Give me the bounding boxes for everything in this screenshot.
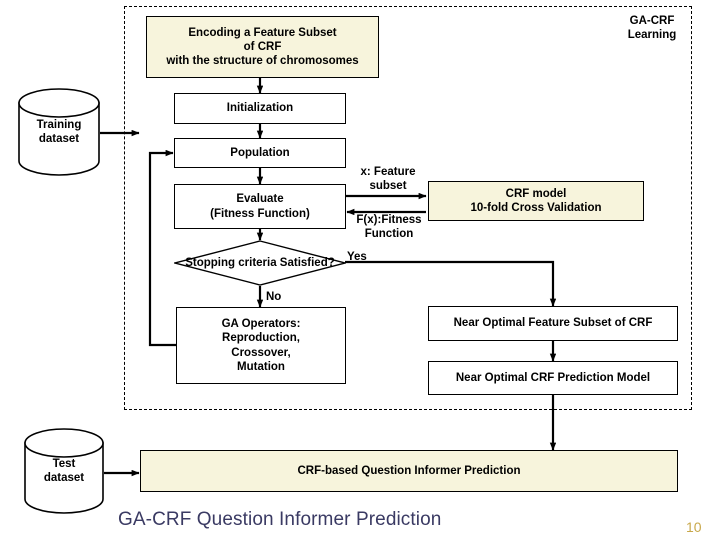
- edge-label-fx-fitness-function: F(x):Fitness Function: [356, 214, 422, 241]
- population-box[interactable]: Population: [174, 138, 346, 168]
- ga-crf-learning-region: [124, 6, 692, 410]
- training-dataset-label: Training dataset: [36, 118, 82, 145]
- slide-title: GA-CRF Question Informer Prediction: [118, 509, 442, 530]
- edge-label-no: No: [266, 291, 282, 303]
- ga-operators-box[interactable]: GA Operators: Reproduction, Crossover, M…: [176, 307, 346, 384]
- crf-model-box[interactable]: CRF model 10-fold Cross Validation: [428, 181, 644, 221]
- test-dataset-cylinder: Test dataset: [24, 428, 104, 514]
- near-optimal-feature-subset-box[interactable]: Near Optimal Feature Subset of CRF: [428, 306, 678, 341]
- diamond-shape: [174, 240, 346, 286]
- training-dataset-cylinder: Training dataset: [18, 88, 100, 176]
- encoding-feature-subset-box[interactable]: Encoding a Feature Subset of CRF with th…: [146, 16, 379, 78]
- edge-label-x-feature-subset: x: Feature subset: [360, 166, 416, 193]
- ga-crf-learning-label: GA-CRF Learning: [627, 15, 677, 42]
- near-optimal-crf-prediction-model-box[interactable]: Near Optimal CRF Prediction Model: [428, 361, 678, 395]
- stopping-criteria-decision[interactable]: Stopping criteria Satisfied?: [174, 240, 346, 286]
- test-dataset-label: Test dataset: [43, 457, 85, 484]
- slide-number: 10: [686, 519, 702, 535]
- crf-based-question-informer-prediction-bar[interactable]: CRF-based Question Informer Prediction: [140, 450, 678, 492]
- edge-label-yes: Yes: [347, 251, 367, 263]
- initialization-box[interactable]: Initialization: [174, 93, 346, 124]
- evaluate-fitness-function-box[interactable]: Evaluate (Fitness Function): [174, 184, 346, 229]
